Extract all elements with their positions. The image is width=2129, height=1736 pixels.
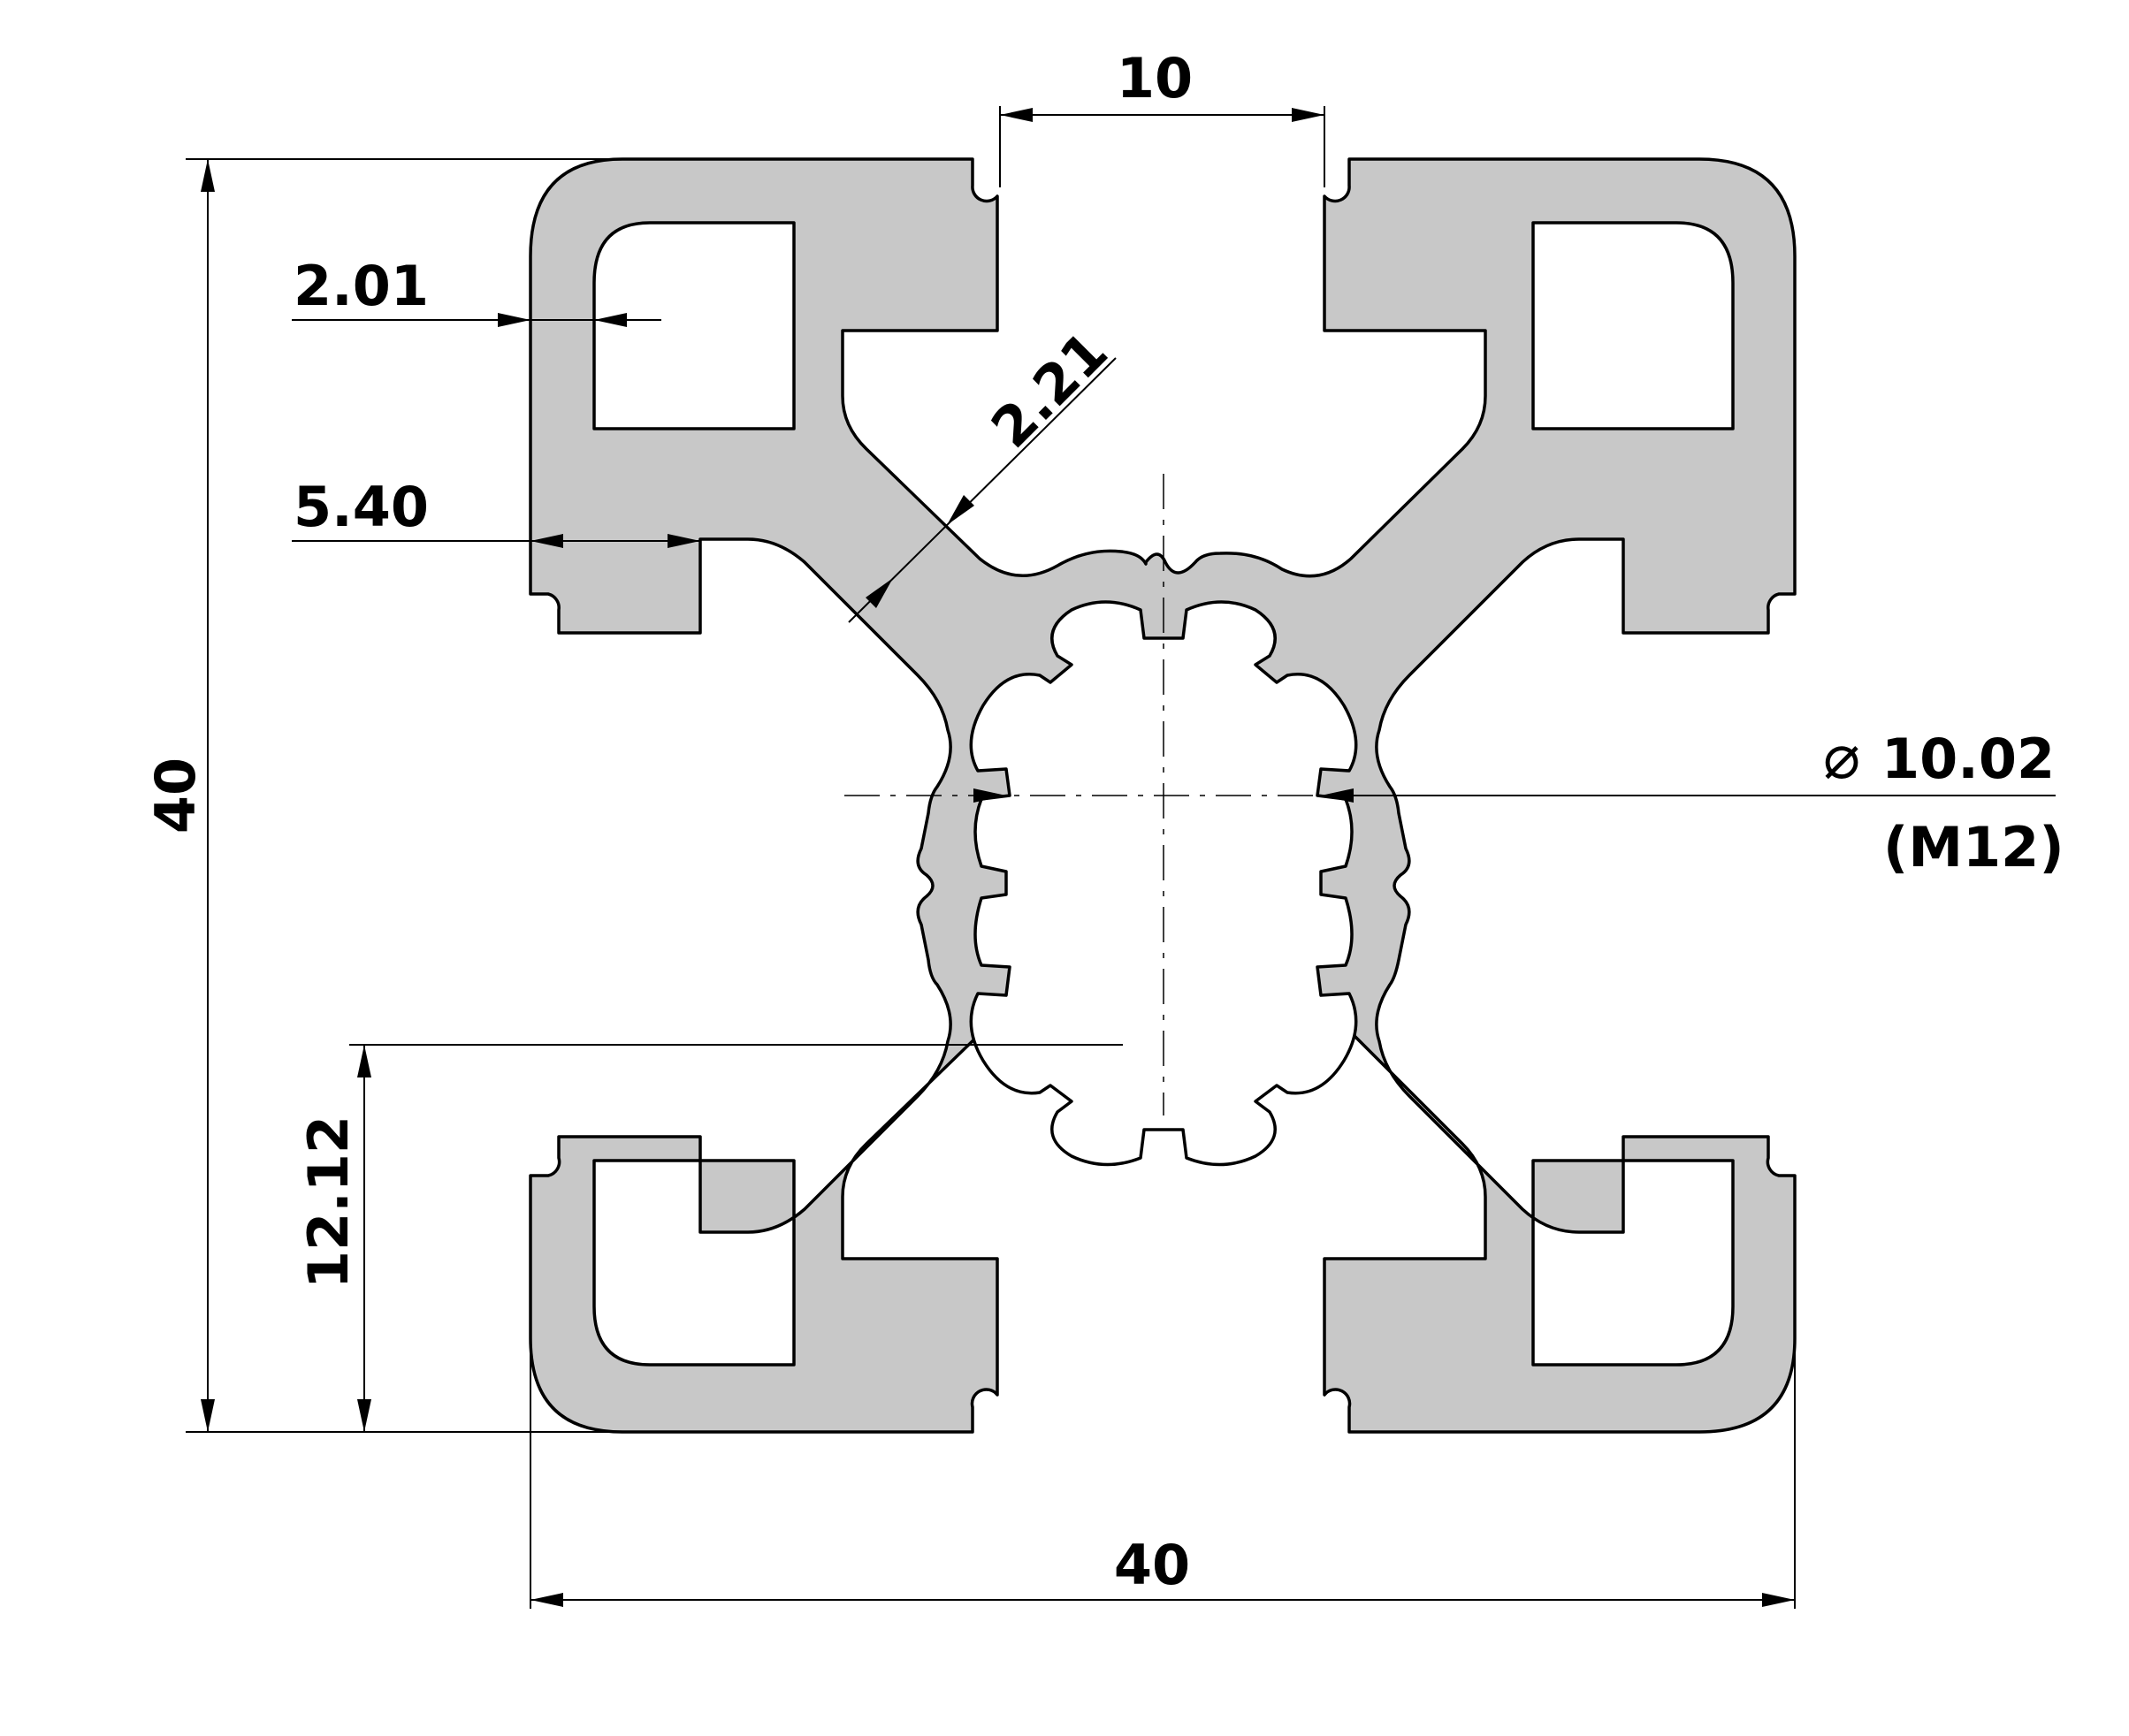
dim-wall-thickness: 2.01 <box>292 254 661 327</box>
dim-slot-width: 10 <box>999 46 1325 187</box>
dim-label-core-offset: 12.12 <box>296 1115 361 1289</box>
dim-label-bore-diameter: 10.02 <box>1881 727 2055 791</box>
dim-label-bore-thread: (M12) <box>1883 815 2064 879</box>
dim-label-wall-thickness: 2.01 <box>294 254 429 318</box>
dim-core-offset: 12.12 <box>296 1044 1123 1432</box>
dim-label-overall-width: 40 <box>1114 1533 1190 1597</box>
dim-label-bore-symbol: ⌀ <box>1823 720 1860 793</box>
dim-overall-height: 40 <box>143 158 622 1433</box>
dim-label-slot-depth: 5.40 <box>294 475 429 539</box>
dim-slot-depth: 5.40 <box>292 475 700 548</box>
dim-overall-width: 40 <box>530 1338 1796 1609</box>
dim-label-overall-height: 40 <box>143 758 208 834</box>
dim-label-slot-width: 10 <box>1117 46 1193 110</box>
profile-bore-star <box>969 600 1358 1167</box>
dim-label-diagonal-web: 2.21 <box>979 319 1120 461</box>
dim-bore-diameter: ⌀ 10.02 (M12) <box>973 720 2064 879</box>
